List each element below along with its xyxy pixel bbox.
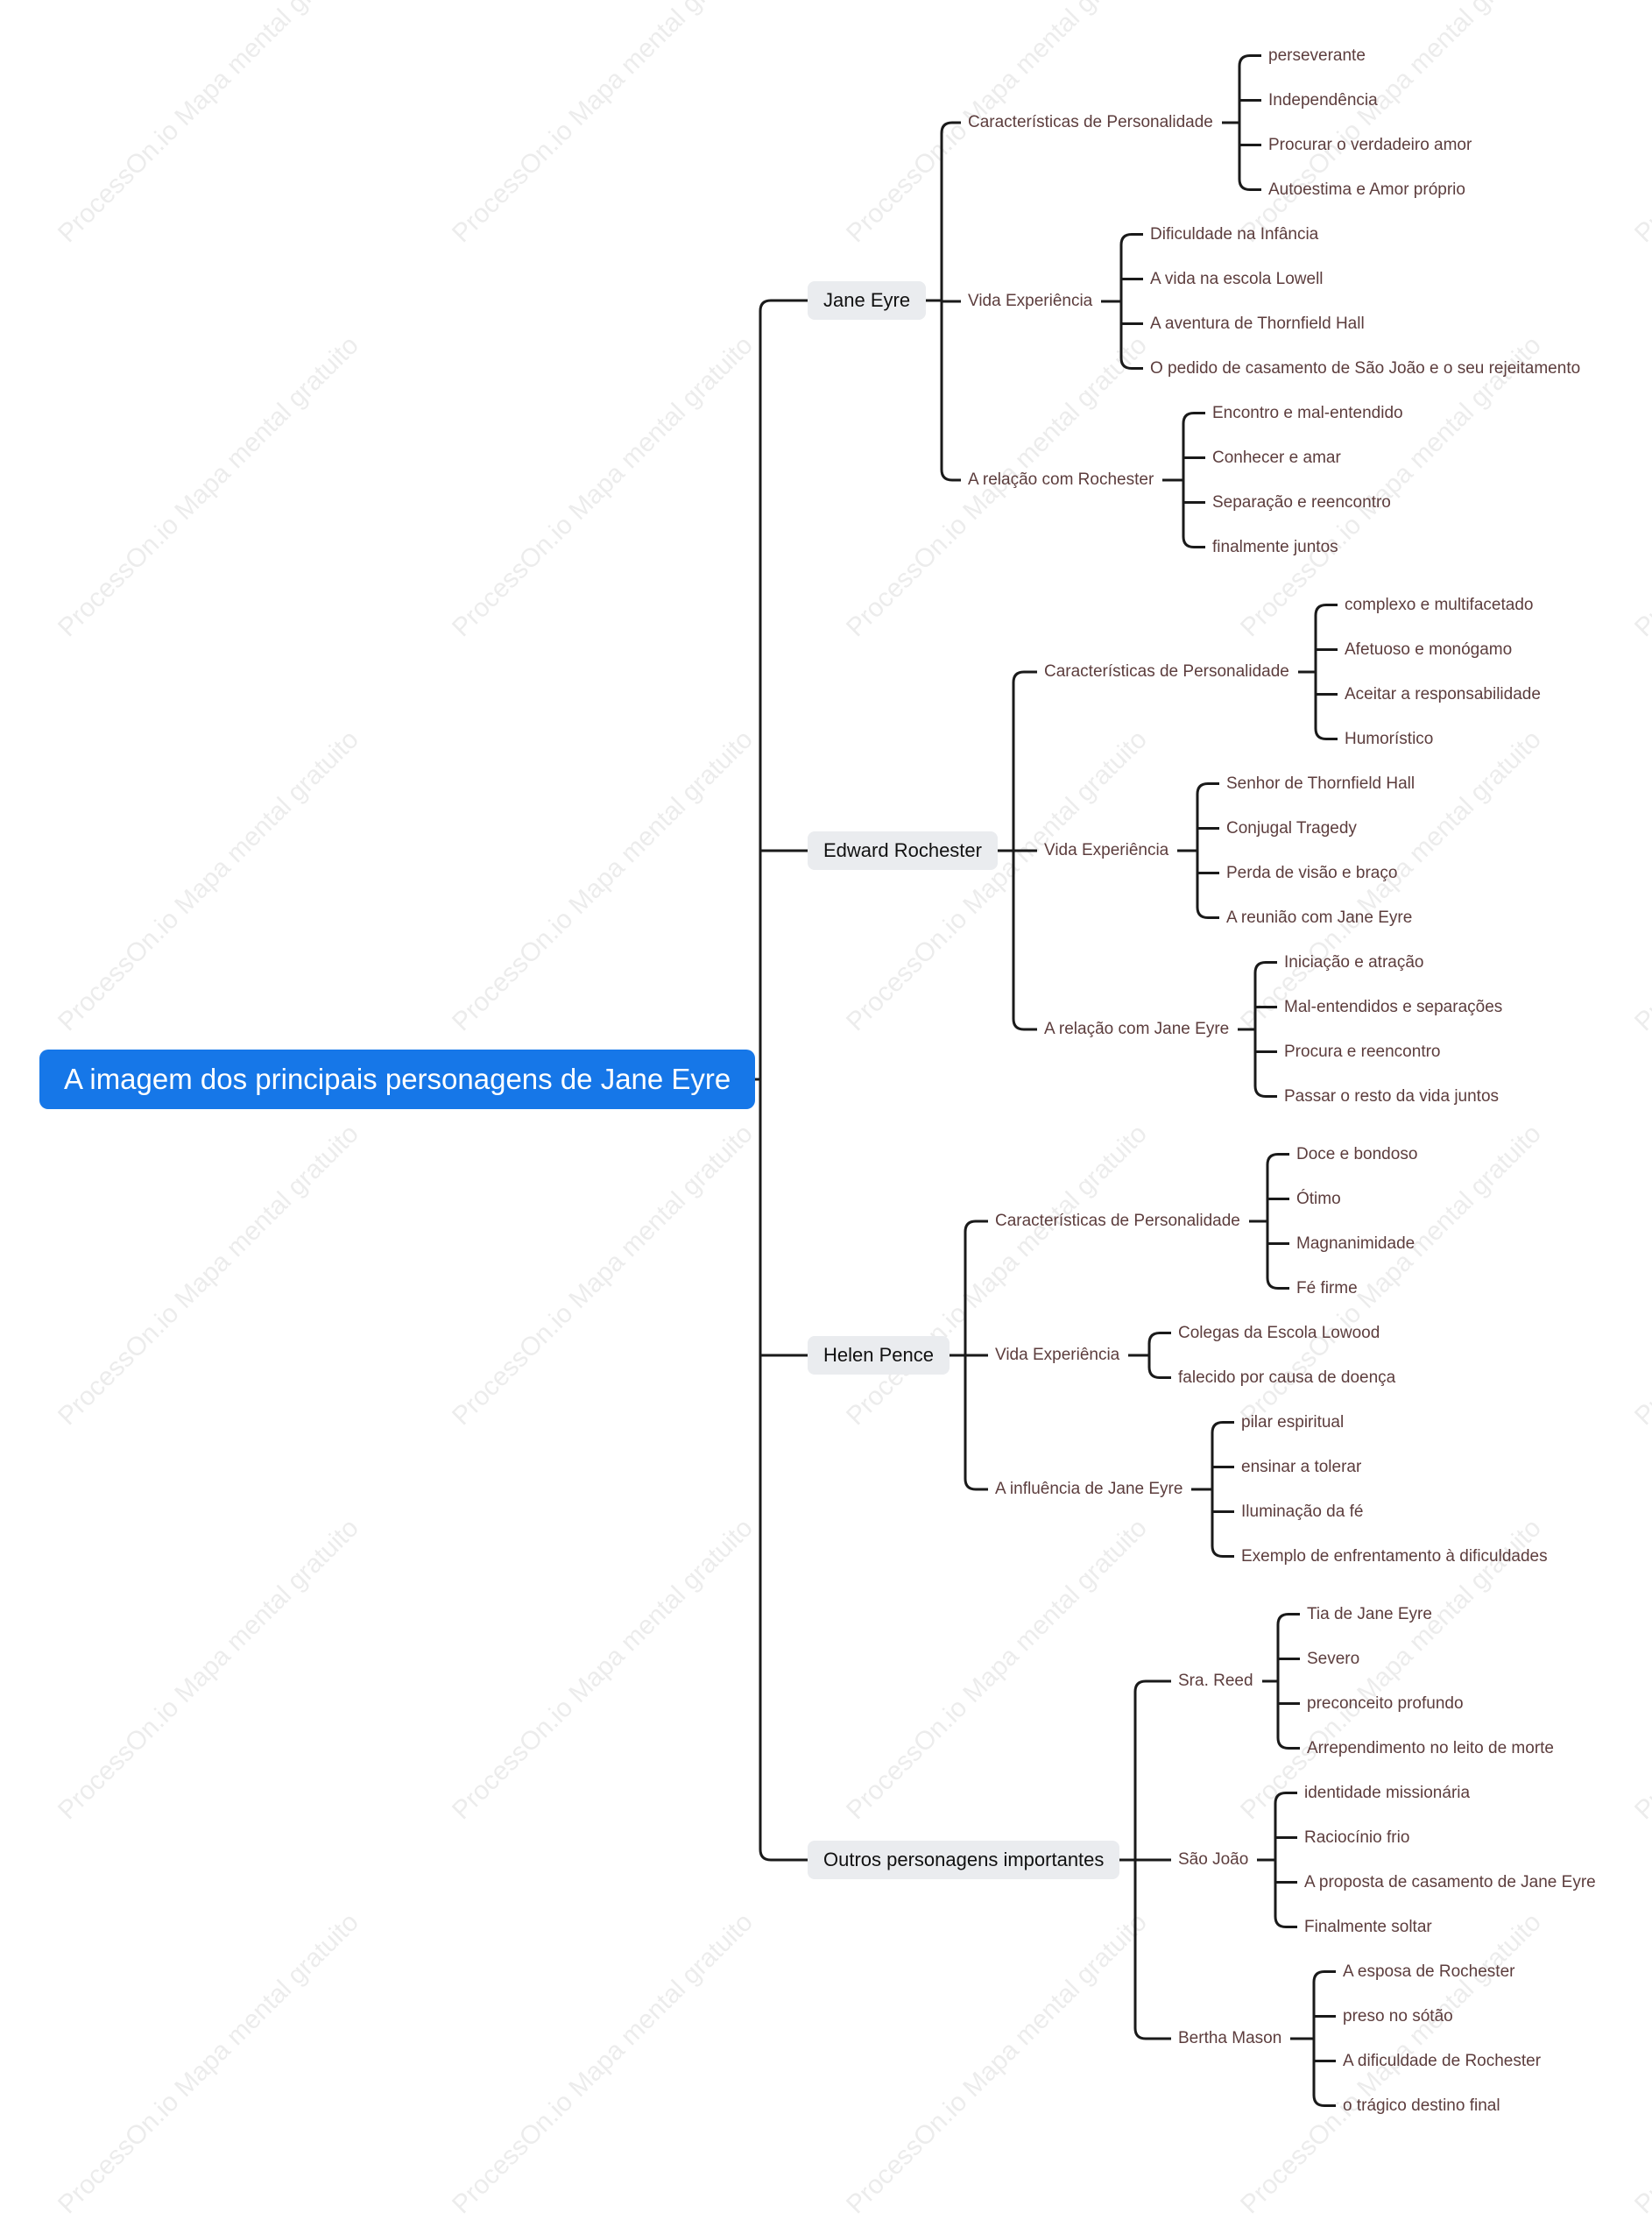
- leaf-spine: [1147, 1332, 1171, 1379]
- leaf-topic[interactable]: Afetuoso e monógamo: [1345, 640, 1513, 659]
- leaf-topic[interactable]: Senhor de Thornfield Hall: [1226, 774, 1415, 793]
- leaf-topic[interactable]: ensinar a tolerar: [1241, 1457, 1362, 1476]
- leaf-spine: [1253, 961, 1277, 1098]
- leaf-spine: [1119, 233, 1143, 370]
- leaf-topic[interactable]: identidade missionária: [1304, 1783, 1471, 1802]
- subtopic[interactable]: A relação com Jane Eyre: [1044, 1020, 1230, 1038]
- leaf-topic[interactable]: Raciocínio frio: [1304, 1828, 1410, 1847]
- leaf-spine: [1211, 1421, 1234, 1558]
- leaf-topic[interactable]: Encontro e mal-entendido: [1212, 403, 1403, 422]
- leaf-topic[interactable]: Iluminação da fé: [1241, 1502, 1364, 1521]
- leaf-topic[interactable]: Dificuldade na Infância: [1150, 224, 1319, 244]
- leaf-topic[interactable]: finalmente juntos: [1212, 537, 1338, 556]
- leaf-topic[interactable]: A reunião com Jane Eyre: [1226, 908, 1413, 927]
- leaf-topic[interactable]: Finalmente soltar: [1304, 1917, 1432, 1936]
- leaf-topic[interactable]: A dificuldade de Rochester: [1343, 2051, 1542, 2070]
- leaf-spine: [1274, 1792, 1297, 1928]
- leaf-topic[interactable]: preconceito profundo: [1307, 1693, 1464, 1713]
- branch-topic[interactable]: Edward Rochester: [808, 831, 998, 870]
- leaf-topic[interactable]: Perda de visão e braço: [1226, 863, 1398, 882]
- subtopic[interactable]: Bertha Mason: [1178, 2029, 1282, 2047]
- subtopic[interactable]: Características de Personalidade: [995, 1212, 1240, 1230]
- leaf-topic[interactable]: Magnanimidade: [1296, 1234, 1415, 1253]
- leaf-topic[interactable]: Ótimo: [1296, 1189, 1341, 1208]
- leaf-topic[interactable]: Tia de Jane Eyre: [1307, 1604, 1432, 1623]
- subtopic[interactable]: A relação com Rochester: [968, 470, 1154, 489]
- leaf-topic[interactable]: Arrependimento no leito de morte: [1307, 1738, 1554, 1757]
- subtopic[interactable]: São João: [1178, 1850, 1249, 1869]
- subtopic[interactable]: A influência de Jane Eyre: [995, 1480, 1183, 1498]
- leaf-spine: [1314, 604, 1338, 740]
- leaf-topic[interactable]: Doce e bondoso: [1296, 1144, 1418, 1163]
- leaf-spine: [1276, 1613, 1300, 1750]
- leaf-topic[interactable]: preso no sótão: [1343, 2006, 1453, 2026]
- leaf-spine: [1266, 1153, 1289, 1290]
- branch-topic[interactable]: Helen Pence: [808, 1336, 950, 1375]
- leaf-topic[interactable]: Mal-entendidos e separações: [1284, 997, 1503, 1016]
- leaf-topic[interactable]: A proposta de casamento de Jane Eyre: [1304, 1872, 1596, 1891]
- leaf-topic[interactable]: Procurar o verdadeiro amor: [1268, 135, 1472, 154]
- connector-lines: [755, 54, 1338, 2107]
- subtopic[interactable]: Vida Experiência: [1044, 841, 1169, 859]
- subtopic[interactable]: Características de Personalidade: [1044, 662, 1289, 681]
- subtopic[interactable]: Características de Personalidade: [968, 113, 1213, 131]
- leaf-topic[interactable]: Severo: [1307, 1649, 1360, 1668]
- leaf-topic[interactable]: pilar espiritual: [1241, 1412, 1345, 1432]
- leaf-spine: [1238, 54, 1261, 191]
- leaf-topic[interactable]: perseverante: [1268, 46, 1366, 65]
- leaf-topic[interactable]: Aceitar a responsabilidade: [1345, 684, 1541, 703]
- leaf-topic[interactable]: complexo e multifacetado: [1345, 595, 1534, 614]
- leaf-topic[interactable]: O pedido de casamento de São João e o se…: [1150, 358, 1581, 378]
- leaf-topic[interactable]: A vida na escola Lowell: [1150, 269, 1324, 288]
- leaf-topic[interactable]: Colegas da Escola Lowood: [1178, 1323, 1380, 1342]
- leaf-topic[interactable]: A esposa de Rochester: [1343, 1962, 1515, 1981]
- branch-topic[interactable]: Jane Eyre: [808, 281, 927, 320]
- leaf-topic[interactable]: Autoestima e Amor próprio: [1268, 180, 1465, 199]
- leaf-topic[interactable]: Conhecer e amar: [1212, 448, 1341, 467]
- leaf-topic[interactable]: Separação e reencontro: [1212, 492, 1391, 512]
- subtopic[interactable]: Vida Experiência: [968, 292, 1093, 310]
- leaf-topic[interactable]: Procura e reencontro: [1284, 1042, 1441, 1061]
- leaf-spine: [1312, 1970, 1336, 2107]
- leaf-spine: [1182, 412, 1205, 548]
- leaf-topic[interactable]: Conjugal Tragedy: [1226, 818, 1357, 838]
- subtopic[interactable]: Sra. Reed: [1178, 1672, 1253, 1690]
- leaf-topic[interactable]: falecido por causa de doença: [1178, 1368, 1396, 1387]
- leaf-topic[interactable]: Independência: [1268, 90, 1378, 110]
- leaf-topic[interactable]: Iniciação e atração: [1284, 952, 1424, 972]
- subtopic[interactable]: Vida Experiência: [995, 1346, 1120, 1364]
- root-topic[interactable]: A imagem dos principais personagens de J…: [39, 1050, 756, 1109]
- leaf-spine: [1196, 782, 1219, 919]
- leaf-topic[interactable]: Humorístico: [1345, 729, 1434, 748]
- branch-topic[interactable]: Outros personagens importantes: [808, 1841, 1120, 1879]
- leaf-topic[interactable]: Passar o resto da vida juntos: [1284, 1086, 1500, 1106]
- leaf-topic[interactable]: Fé firme: [1296, 1278, 1358, 1297]
- leaf-topic[interactable]: A aventura de Thornfield Hall: [1150, 314, 1365, 333]
- branch-spine: [759, 299, 808, 1862]
- leaf-topic[interactable]: o trágico destino final: [1343, 2096, 1500, 2115]
- leaf-topic[interactable]: Exemplo de enfrentamento à dificuldades: [1241, 1546, 1548, 1566]
